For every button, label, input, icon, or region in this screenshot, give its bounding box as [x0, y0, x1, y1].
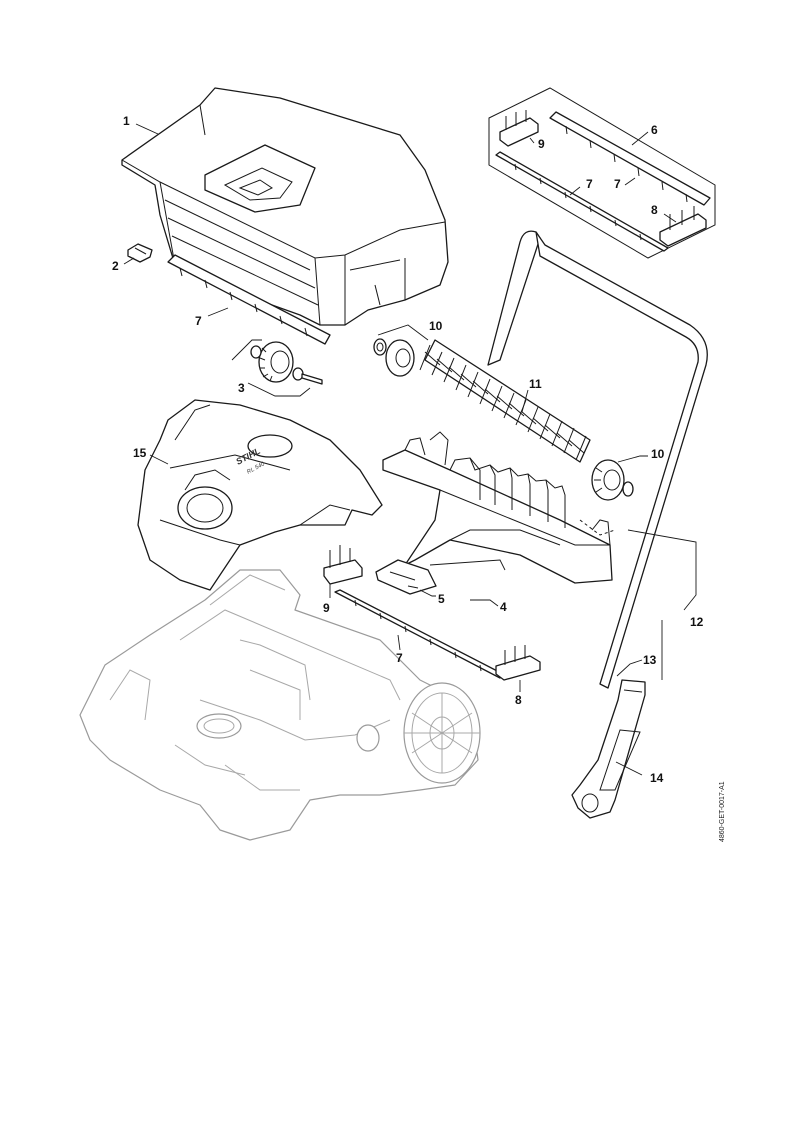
leader-1 — [135, 123, 159, 135]
callout-7-upper: 7 — [195, 314, 202, 328]
part-8-end-piece-middle[interactable] — [495, 645, 541, 692]
part-13-screw[interactable] — [616, 659, 643, 677]
callout-6: 6 — [651, 123, 658, 137]
part-7-strip-inset-lower[interactable] — [495, 151, 669, 252]
part-9-bracket-inset[interactable] — [499, 110, 539, 147]
part-7-comb-strip-upper[interactable] — [167, 254, 331, 345]
part-1-catcher-box[interactable] — [121, 87, 449, 326]
part-14-handle-grip[interactable] — [571, 679, 646, 819]
callout-12: 12 — [690, 615, 704, 629]
leader-11 — [521, 389, 529, 413]
part-11-brush-roller[interactable] — [419, 339, 591, 463]
part-3-wheel-assembly[interactable] — [231, 339, 323, 397]
callout-5: 5 — [438, 592, 445, 606]
document-id: 4860-GET-0017-A1 — [719, 781, 726, 842]
callout-8-middle: 8 — [515, 693, 522, 707]
callout-15: 15 — [133, 446, 147, 460]
callout-7-inset-lower: 7 — [586, 177, 593, 191]
inset-detail-box — [488, 87, 716, 259]
callout-7-middle: 7 — [396, 651, 403, 665]
callout-4: 4 — [500, 600, 507, 614]
callout-2: 2 — [112, 259, 119, 273]
callout-10-left: 10 — [429, 319, 443, 333]
part-8-end-piece-inset[interactable] — [659, 206, 707, 247]
callout-1: 1 — [123, 114, 130, 128]
leader-2 — [123, 257, 135, 265]
callout-11: 11 — [529, 377, 542, 391]
callout-8-inset: 8 — [651, 203, 658, 217]
part-6-comb-strip-inset[interactable] — [549, 111, 711, 206]
leader-7-upper — [207, 307, 229, 317]
callout-3: 3 — [238, 381, 245, 395]
part-15-housing-cover[interactable]: STIHL RL 540 — [137, 399, 383, 591]
part-10-end-cap-right[interactable] — [591, 455, 648, 501]
part-12-handle-bar[interactable] — [487, 230, 708, 689]
callout-9-inset: 9 — [538, 137, 545, 151]
leader-15 — [149, 454, 169, 465]
callout-14: 14 — [650, 771, 664, 785]
part-5-bracket[interactable] — [375, 559, 499, 607]
callout-7-inset-upper: 7 — [614, 177, 621, 191]
part-7-strip-inset-upper-label — [624, 177, 636, 186]
callout-13: 13 — [643, 653, 657, 667]
callout-9-middle: 9 — [323, 601, 330, 615]
mower-base-chassis — [79, 569, 481, 841]
part-2-clip[interactable] — [127, 243, 153, 263]
part-4-brush-frame[interactable] — [382, 431, 616, 584]
part-9-bracket-middle[interactable] — [323, 545, 363, 598]
part-10-end-cap-left[interactable] — [373, 324, 429, 377]
callout-10-right: 10 — [651, 447, 665, 461]
